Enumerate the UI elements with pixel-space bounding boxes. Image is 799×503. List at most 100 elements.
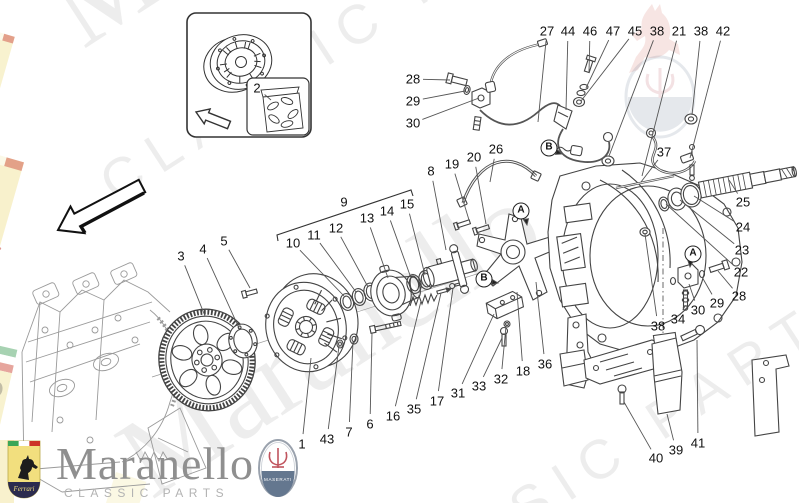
flywheel-drawing [158, 308, 256, 412]
clutch-disc-drawing [264, 273, 359, 373]
leader-line-7 [348, 340, 354, 423]
pivot-block-assembly [669, 259, 731, 311]
washer-32 [503, 320, 511, 328]
leader-line-38 [691, 40, 701, 116]
leader-line-43 [327, 345, 340, 430]
bolt-41 [680, 324, 706, 342]
input-shaft-drawing [697, 166, 797, 199]
inset-arrow-icon [194, 108, 232, 130]
bell-housing-drawing [547, 162, 743, 353]
brand-wordmark: Maranello [56, 438, 255, 489]
leader-line-39 [666, 413, 675, 441]
view-letter-arrow-icon [522, 218, 530, 227]
leader-line-29 [701, 276, 713, 295]
leader-line-31 [461, 313, 495, 385]
leader-line-28 [717, 270, 733, 289]
brand-subtitle: CLASSIC PARTS [64, 486, 230, 500]
leader-line-27 [537, 40, 547, 123]
fitting-44 [553, 104, 573, 130]
pipe-26 [456, 159, 542, 208]
leader-line-14 [389, 220, 412, 279]
seal-22 [658, 196, 670, 212]
leader-line-4 [206, 257, 240, 329]
leader-line-2 [264, 94, 272, 101]
leader-line-17 [437, 287, 454, 392]
spring-bag-inset [260, 86, 304, 133]
parts-45-46-47 [572, 54, 597, 108]
rod-37 [615, 174, 675, 190]
leader-line-21 [641, 40, 677, 177]
ring-24 [680, 182, 702, 208]
leader-line-30 [688, 283, 696, 301]
leader-line-38 [644, 233, 658, 317]
leader-line-10 [299, 249, 345, 297]
leader-line-38 [608, 40, 654, 157]
spring-16 [409, 292, 438, 307]
leader-line-12 [340, 236, 369, 288]
leader-line-34 [682, 305, 686, 311]
leader-line-26 [489, 158, 495, 183]
gasket-drawing [228, 323, 258, 359]
leader-line-15 [409, 213, 426, 276]
ferrari-badge-text: Ferrari [13, 485, 35, 493]
leader-line-13 [369, 227, 389, 279]
leader-line-32 [501, 325, 507, 370]
leader-line-35 [415, 292, 442, 400]
leader-line-23 [679, 199, 735, 245]
leader-line-42 [689, 40, 721, 159]
bolt-19 [452, 219, 472, 231]
leader-line-28 [422, 78, 451, 81]
leader-line-24 [693, 195, 735, 223]
leader-lines [184, 38, 739, 450]
sleeve-drawing [422, 244, 478, 294]
clutch-fork-drawing [476, 213, 560, 301]
leader-line-16 [394, 300, 422, 407]
leader-line-41 [696, 339, 699, 434]
hydraulic-assembly [445, 38, 614, 163]
direction-arrow [56, 178, 147, 235]
leader-line-8 [432, 180, 447, 251]
maserati-badge-text: MASERATI [264, 477, 292, 482]
leader-line-3 [184, 265, 206, 317]
leader-line-33 [482, 337, 503, 378]
leader-line-19 [454, 173, 470, 221]
bracket-9 [276, 189, 414, 242]
leader-line-46 [588, 40, 591, 73]
ring-14 [406, 274, 422, 294]
bolt-40 [617, 384, 627, 405]
release-bearing-drawing [370, 264, 421, 322]
leader-line-5 [228, 249, 251, 289]
exploded-assembly [151, 38, 797, 437]
bolt-6 [368, 320, 402, 334]
kit-inset-box [186, 12, 312, 138]
leader-line-25 [728, 179, 739, 194]
leader-line-30 [422, 97, 480, 120]
grommet-38a [601, 155, 615, 167]
leader-line-47 [585, 39, 610, 89]
leader-line-37 [640, 159, 659, 183]
grommet-38b [684, 113, 698, 125]
leader-line-22 [665, 203, 734, 266]
leader-line-29 [422, 90, 466, 100]
washer-7 [349, 333, 359, 345]
leader-line-11 [319, 242, 357, 293]
leader-line-36 [535, 281, 545, 355]
bolt-5 [240, 288, 259, 299]
pin-35 [436, 287, 452, 295]
washer-43 [336, 339, 344, 349]
leader-line-40 [623, 401, 652, 450]
maserati-badge-logo: MASERATI [258, 439, 298, 497]
sensor-b [555, 144, 583, 157]
ferrari-horse-watermark [629, 4, 680, 73]
leader-line-20 [475, 166, 487, 225]
leader-line-44 [565, 40, 569, 111]
support-bracket-drawing [559, 313, 790, 437]
leader-line-6 [369, 332, 373, 415]
leader-line-18 [516, 291, 523, 362]
svg-text:Ferrari: Ferrari [0, 230, 3, 263]
maserati-roundel-watermark [624, 55, 696, 139]
ferrari-shield-logo: Ferrari [7, 440, 41, 499]
leader-line-45 [580, 38, 630, 102]
